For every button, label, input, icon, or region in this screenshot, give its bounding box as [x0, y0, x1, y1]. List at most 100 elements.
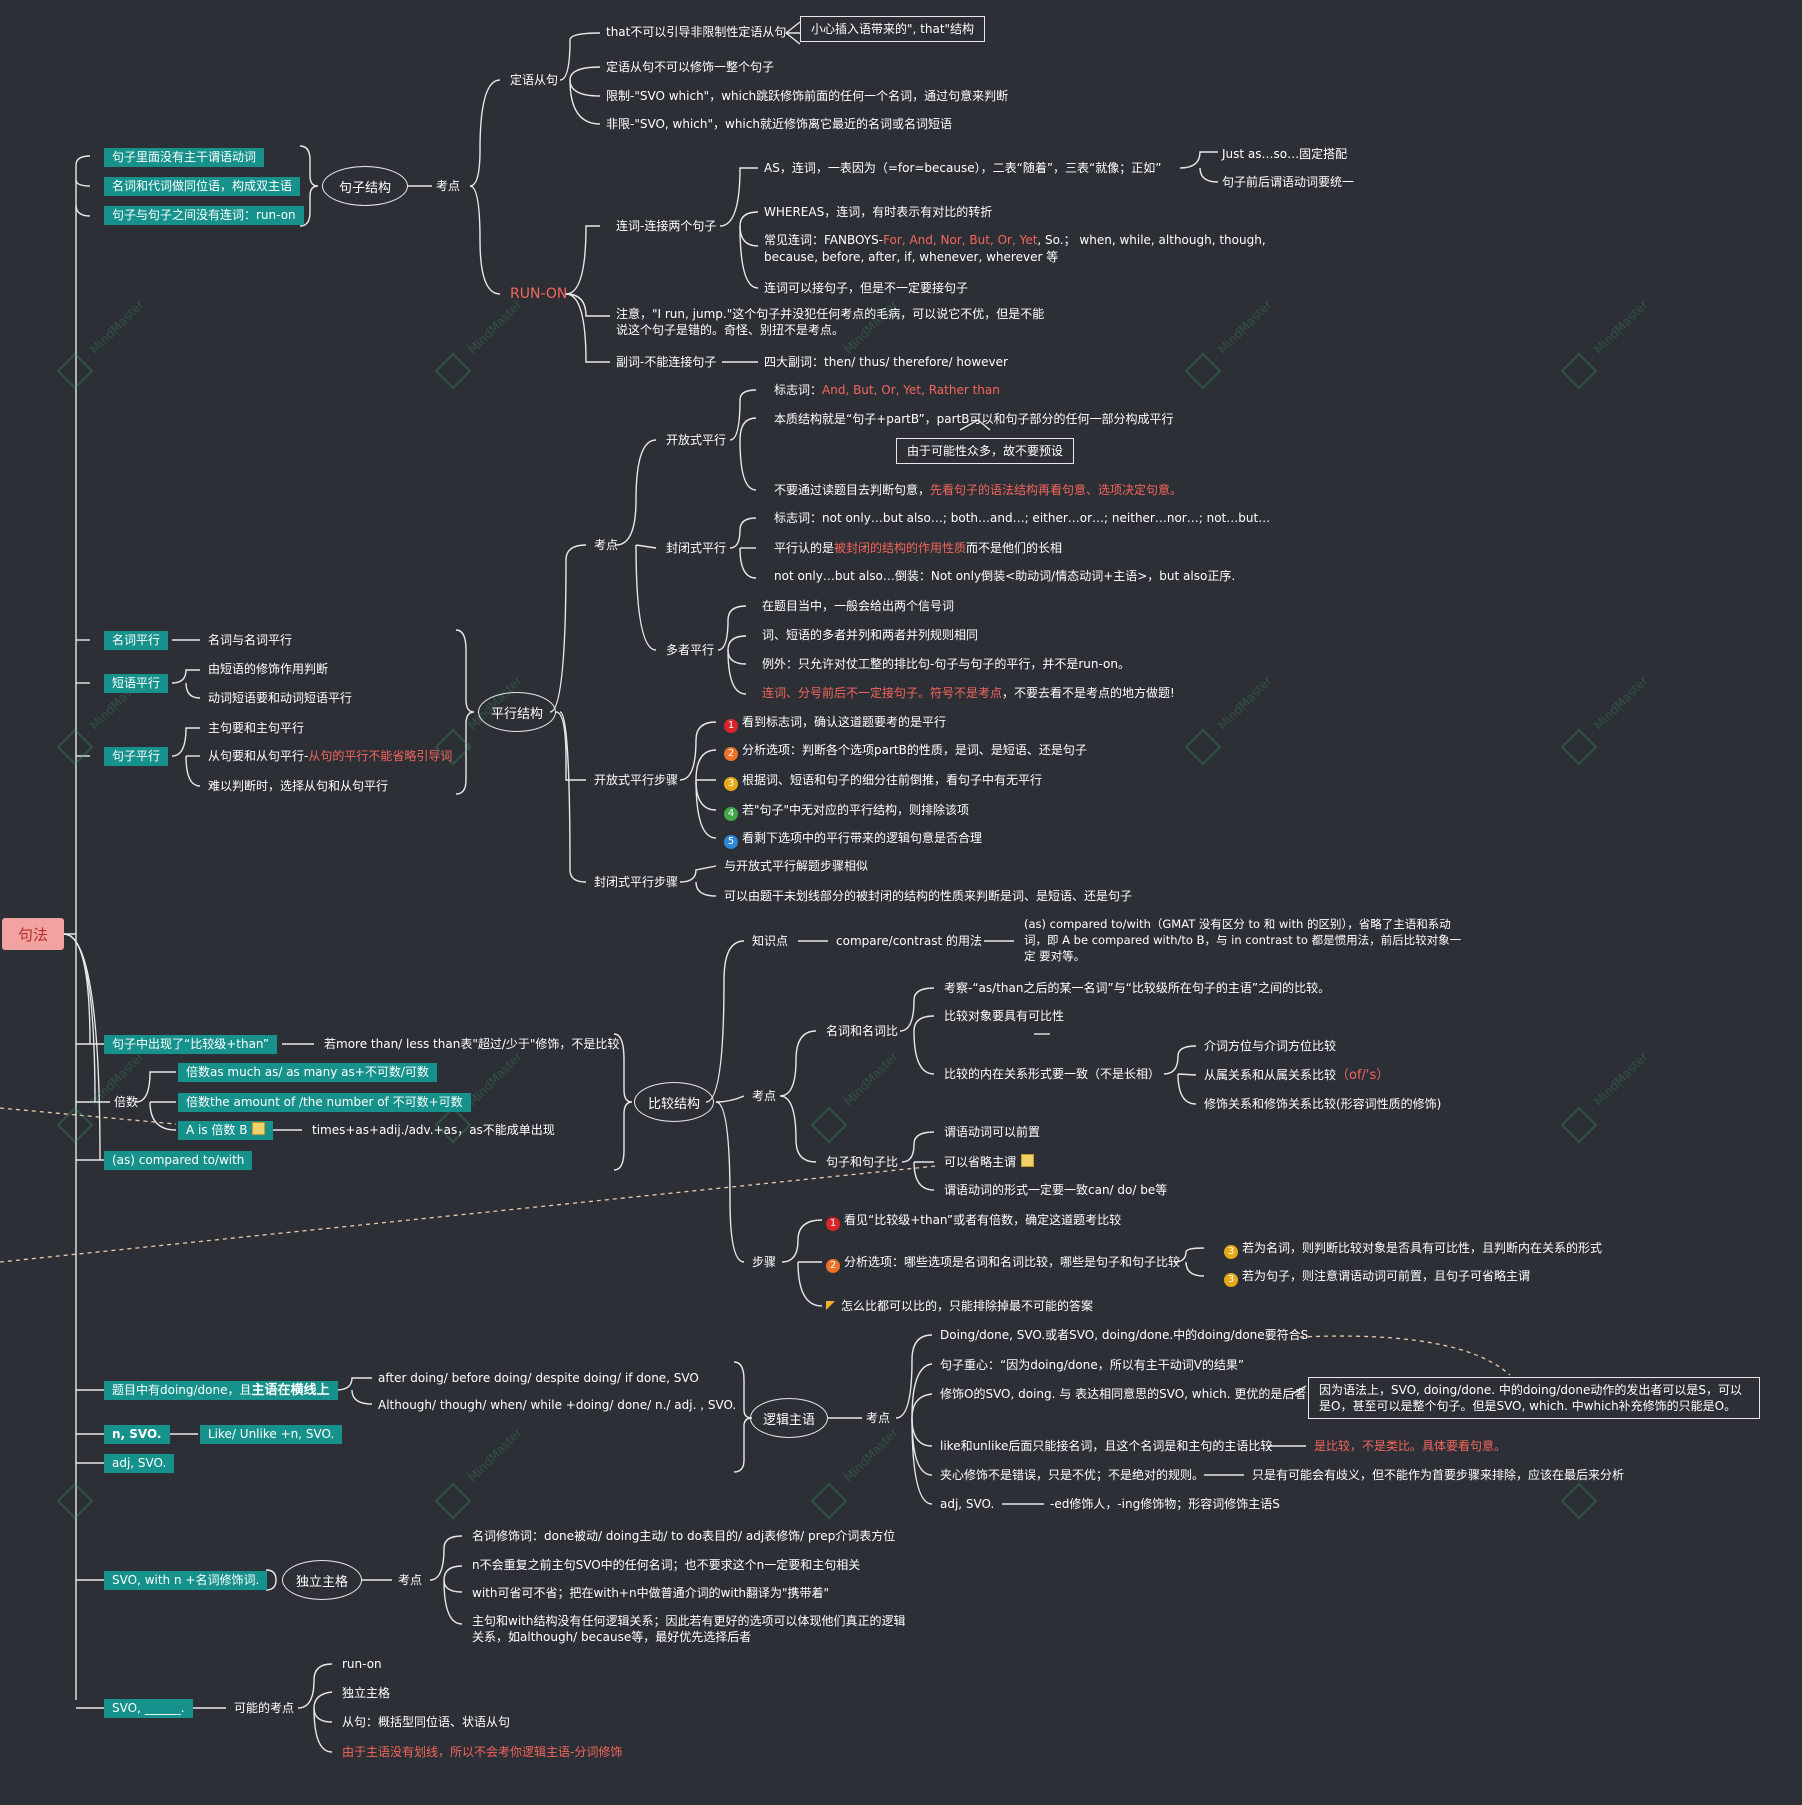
item-text: 可以由题干未划线部分的被封闭的结构的性质来判断是词、是短语、还是句子	[724, 889, 1133, 903]
label-adverb: 副词-不能连接句子	[616, 355, 717, 369]
text-part: 而不是他们的长相	[966, 541, 1063, 555]
tag-like-unlike[interactable]: Like/ Unlike +n, SVO.	[200, 1425, 343, 1444]
item-text: 不要通过读题目去判断句意，先看句子的语法结构再看句意、选项决定句意。	[774, 482, 1182, 498]
label-open-steps: 开放式平行步骤	[594, 773, 679, 787]
oval-absolute-construction[interactable]: 独立主格	[282, 1560, 362, 1600]
tag-adj-svo[interactable]: adj, SVO.	[104, 1454, 175, 1473]
text-part: 常见连词：FANBOYS-	[764, 233, 884, 247]
item-text: 从句：概括型同位语、状语从句	[342, 1715, 511, 1729]
text-part: 题目中有doing/done，且	[112, 1383, 252, 1397]
text-part: ，不要去看不是考点的地方做题!	[1002, 686, 1175, 700]
item-text: 从句要和从句平行-从句的平行不能省略引导词	[208, 748, 452, 764]
item-text: times+as+adij./adv.+as，as不能成单出现	[312, 1123, 555, 1137]
label-sentence-comparison: 句子和句子比	[826, 1155, 899, 1169]
callout-box: 因为语法上，SVO, doing/done. 中的doing/done动作的发出…	[1308, 1377, 1760, 1419]
item-text: 注意，"I run, jump."这个句子并没犯任何考点的毛病，可以说它不优，但…	[616, 307, 1045, 337]
oval-parallel-structure[interactable]: 平行结构	[478, 692, 556, 732]
item-text: 比较的内在关系形式要一致（不是长相）	[944, 1067, 1161, 1081]
label-steps: 步骤	[752, 1255, 777, 1269]
item-text-red: 是比较，不是类比。具体要看句意。	[1314, 1439, 1507, 1453]
text-part: 平行认的是	[774, 541, 835, 555]
text-part: 可以省略主谓	[944, 1155, 1017, 1169]
label-conjunction: 连词-连接两个句子	[616, 219, 717, 233]
tag-a-is-multiple-b[interactable]: A is 倍数 B	[178, 1121, 274, 1140]
item-text: 谓语动词可以前置	[944, 1125, 1041, 1139]
item-text: 例外：只允许对仗工整的排比句-句子与句子的平行，并不是run-on。	[762, 657, 1130, 671]
item-text: 独立主格	[342, 1686, 391, 1700]
item-text: 定语从句不可以修饰一整个句子	[606, 60, 775, 74]
item-text: 主句和with结构没有任何逻辑关系；因此若有更好的选项可以体现他们真正的逻辑关系…	[472, 1614, 906, 1644]
item-text: 句子前后谓语动词要统一	[1222, 175, 1355, 189]
item-text: with可省可不省；把在with+n中做普通介词的with翻译为"携带着"	[472, 1586, 830, 1600]
item-text: that不可以引导非限制性定语从句	[606, 25, 787, 39]
tag-no-main-verb[interactable]: 句子里面没有主干谓语动词	[104, 148, 265, 167]
tag-multiple-amount[interactable]: 倍数the amount of /the number of 不可数+可数	[178, 1093, 471, 1112]
oval-sentence-structure[interactable]: 句子结构	[322, 166, 408, 206]
item-text: after doing/ before doing/ despite doing…	[378, 1371, 699, 1385]
item-text: 介词方位与介词方位比较	[1204, 1039, 1337, 1053]
text-part-red: 连词、分号前后不一定接句子。符号不是考点	[762, 686, 1003, 700]
text-part-red: 从句的平行不能省略引导词	[308, 749, 453, 763]
text-part: 从属关系和从属关系比较	[1204, 1068, 1337, 1082]
label-knowledge-point: 知识点	[752, 934, 789, 948]
text-part-red: 先看句子的语法结构再看句意、选项决定句意。	[930, 483, 1183, 497]
item-text: 连词可以接句子，但是不一定要接句子	[764, 281, 969, 295]
item-text: 名词与名词平行	[208, 633, 293, 647]
oval-logical-subject[interactable]: 逻辑主语	[750, 1398, 828, 1438]
number-1-icon: 1	[826, 1217, 840, 1231]
tag-with-absolute[interactable]: SVO, with n +名词修饰词.	[104, 1571, 268, 1590]
oval-comparison-structure[interactable]: 比较结构	[634, 1082, 714, 1122]
tag-n-svo[interactable]: n, SVO.	[104, 1425, 170, 1444]
tag-compared-to-with[interactable]: (as) compared to/with	[104, 1151, 253, 1170]
label-kaodian: 考点	[752, 1089, 777, 1103]
tag-noun-parallel[interactable]: 名词平行	[104, 631, 169, 650]
label-attributive-clause: 定语从句	[510, 73, 559, 87]
number-1-icon: 1	[724, 719, 738, 733]
number-3-icon: 3	[724, 777, 738, 791]
item-text: 句子重心：“因为doing/done，所以有主干动词V的结果”	[940, 1358, 1245, 1372]
text-part: 若"句子"中无对应的平行结构，则排除该项	[742, 803, 970, 817]
tag-multiple-as-much[interactable]: 倍数as much as/ as many as+不可数/可数	[178, 1063, 437, 1082]
number-5-icon: 5	[724, 835, 738, 849]
text-part: 从句要和从句平行-	[208, 749, 309, 763]
number-2-icon: 2	[724, 747, 738, 761]
tag-run-on[interactable]: 句子与句子之间没有连词：run-on	[104, 206, 304, 225]
item-text: 本质结构就是“句子+partB”，partB可以和句子部分的任何一部分构成平行	[774, 412, 1174, 426]
item-text: 四大副词：then/ thus/ therefore/ however	[764, 355, 1008, 369]
number-4-icon: 4	[724, 807, 738, 821]
tag-phrase-parallel[interactable]: 短语平行	[104, 674, 169, 693]
item-text: 名词修饰词：done被动/ doing主动/ to do表目的/ adj表修饰/…	[472, 1529, 896, 1543]
label-open-parallel: 开放式平行	[666, 433, 727, 447]
number-2-icon: 2	[826, 1259, 840, 1273]
item-text: 连词、分号前后不一定接句子。符号不是考点，不要去看不是考点的地方做题!	[762, 685, 1175, 701]
item-text: 词、短语的多者并列和两者并列规则相同	[762, 628, 979, 642]
tag-appositive[interactable]: 名词和代词做同位语，构成双主语	[104, 177, 301, 196]
label-compare-usage: compare/contrast 的用法	[836, 934, 983, 948]
item-text: 只是有可能会有歧义，但不能作为首要步骤来排除，应该在最后来分析	[1252, 1468, 1625, 1482]
label-closed-steps: 封闭式平行步骤	[594, 875, 679, 889]
label-possible-kaodian: 可能的考点	[234, 1701, 295, 1715]
text-part: , So.； when, while, although, though,	[1037, 233, 1266, 247]
callout-box: 由于可能性众多，故不要预设	[896, 438, 1075, 464]
tag-doing-done[interactable]: 题目中有doing/done，且主语在横线上	[104, 1381, 338, 1400]
step-item: 4 若"句子"中无对应的平行结构，则排除该项	[724, 802, 969, 821]
text-part-red: （of/'s）	[1336, 1068, 1390, 1083]
tag-svo-blank[interactable]: SVO, ______.	[104, 1699, 193, 1718]
note-icon	[1021, 1154, 1035, 1167]
label-multi-parallel: 多者平行	[666, 643, 715, 657]
tag-comparative-than[interactable]: 句子中出现了“比较级+than”	[104, 1035, 278, 1054]
item-text: not only…but also…倒装：Not only倒装<助动词/情态动词…	[774, 569, 1236, 583]
number-3-icon: 3	[1224, 1245, 1238, 1259]
item-text: 平行认的是被封闭的结构的作用性质而不是他们的长相	[774, 540, 1062, 556]
item-text: Just as…so…固定搭配	[1222, 147, 1348, 161]
item-text: run-on	[342, 1657, 382, 1671]
text-part: 怎么比都可以比的，只能排除掉最不可能的答案	[841, 1299, 1094, 1313]
root-node[interactable]: 句法	[2, 918, 64, 950]
tag-sentence-parallel[interactable]: 句子平行	[104, 747, 169, 766]
